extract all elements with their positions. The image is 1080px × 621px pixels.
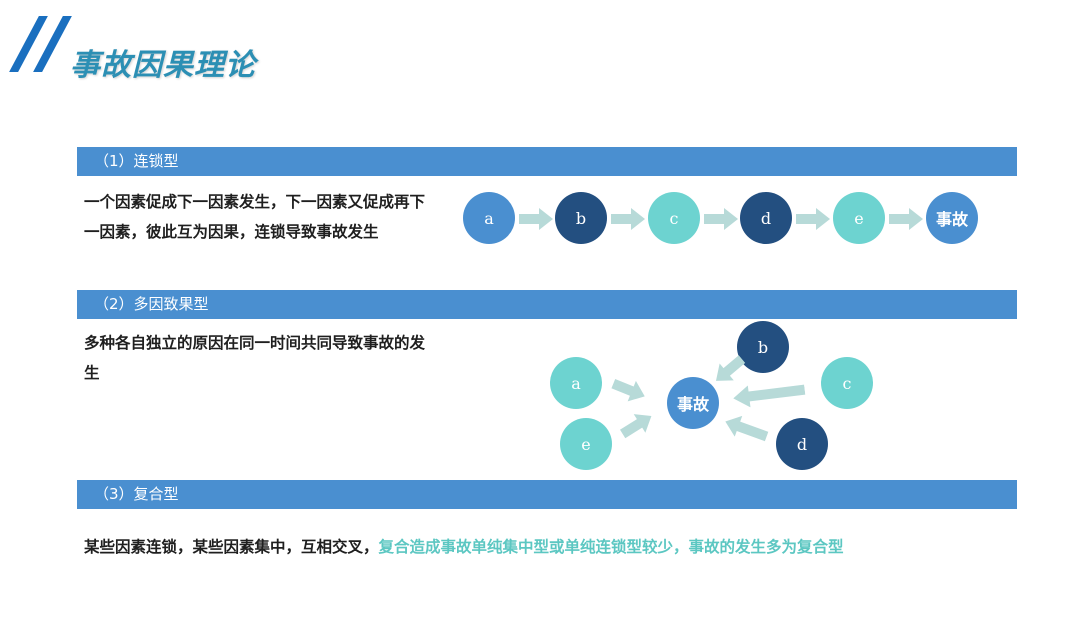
multi-node-d: d [776, 418, 828, 470]
chain-node-d: d [740, 192, 792, 244]
chain-node-accident: 事故 [926, 192, 978, 244]
multi-node-e: e [560, 418, 612, 470]
section-2-text: 多种各自独立的原因在同一时间共同导致事故的发生 [84, 334, 426, 382]
multi-arrow-from-b [709, 351, 749, 390]
section-1-text: 一个因素促成下一因素发生，下一因素又促成再下一因素，彼此互为因果，连锁导致事故发… [84, 193, 426, 241]
chain-node-a: a [463, 192, 515, 244]
chain-arrow-2 [611, 208, 645, 230]
multi-arrow-from-d [722, 411, 771, 447]
section-2-header: （2）多因致果型 [77, 290, 1017, 319]
multi-arrow-from-e [617, 407, 657, 444]
chain-arrow-1 [519, 208, 553, 230]
section-1-header: （1）连锁型 [77, 147, 1017, 176]
multi-node-c: c [821, 357, 873, 409]
section-3-text: 某些因素连锁，某些因素集中，互相交叉，复合造成事故单纯集中型或单纯连锁型较少，事… [84, 535, 844, 557]
chain-arrow-3 [704, 208, 738, 230]
page-title: 事故因果理论 [70, 48, 256, 83]
multi-node-accident: 事故 [667, 377, 719, 429]
section-3-text-plain: 某些因素连锁，某些因素集中，互相交叉， [84, 538, 379, 556]
chain-arrow-4 [796, 208, 830, 230]
chain-node-e: e [833, 192, 885, 244]
section-3-header: （3）复合型 [77, 480, 1017, 509]
multi-arrow-from-c [732, 379, 806, 410]
multi-arrow-from-a [609, 373, 649, 406]
chain-arrow-5 [889, 208, 923, 230]
multi-node-b: b [737, 321, 789, 373]
section-3-text-highlight: 复合造成事故单纯集中型或单纯连锁型较少，事故的发生多为复合型 [378, 538, 844, 556]
multi-node-a: a [550, 357, 602, 409]
chain-node-b: b [555, 192, 607, 244]
chain-node-c: c [648, 192, 700, 244]
